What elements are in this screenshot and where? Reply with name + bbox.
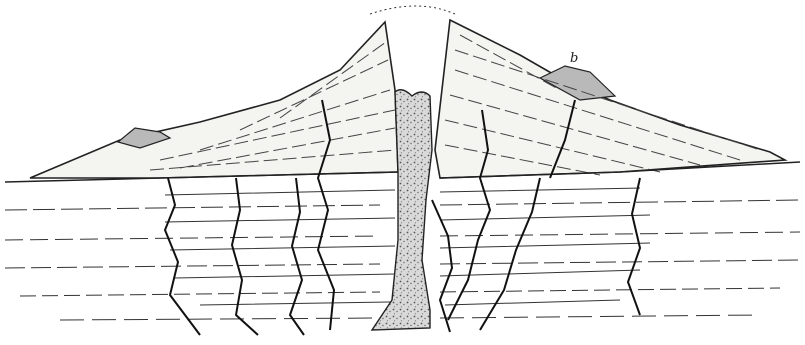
vent-marker-label: b bbox=[570, 51, 578, 66]
crater-outline bbox=[370, 6, 455, 14]
